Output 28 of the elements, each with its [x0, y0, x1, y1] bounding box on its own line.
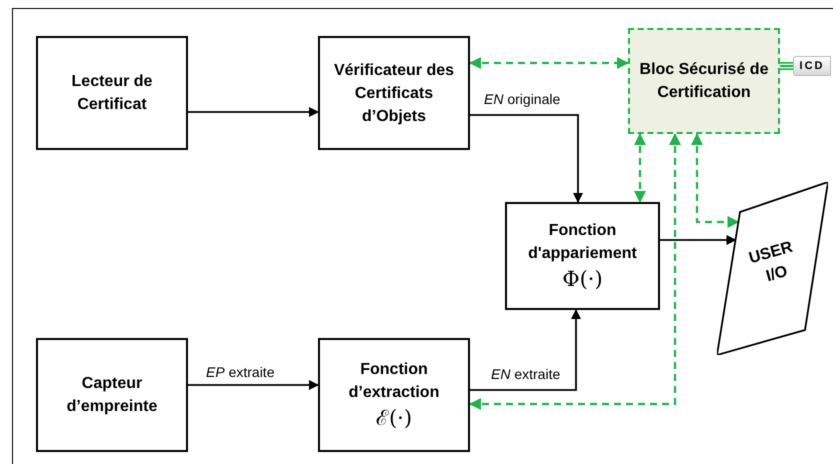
- arrow: [691, 133, 740, 228]
- arrow: [469, 57, 629, 69]
- interface-tag: ICD: [793, 56, 831, 76]
- process-box: [628, 28, 780, 134]
- node-title: Bloc Sécurisé de Certification: [638, 60, 770, 103]
- node-title: Lecteur de Certificat: [70, 72, 154, 115]
- node-title: Capteur d’empreinte: [66, 374, 158, 417]
- user-io-parallelogram: [717, 182, 828, 355]
- arrow: [470, 114, 583, 203]
- process-box: [505, 202, 660, 310]
- arrow: [188, 107, 319, 117]
- node-title: Fonction d’extraction: [348, 360, 440, 403]
- arrow: [188, 380, 319, 390]
- process-box: [318, 36, 470, 150]
- math-function: Φ(·): [562, 266, 603, 293]
- edge-label: EN originale: [484, 91, 560, 108]
- math-function: ℰ(·): [376, 405, 412, 432]
- arrow: [660, 235, 736, 245]
- arrow: [470, 309, 581, 391]
- node-title: Fonction d'appariement: [527, 221, 638, 264]
- process-box: [318, 338, 470, 452]
- node-title: Vérificateur des Certificats d’Objets: [332, 60, 456, 126]
- process-box: [36, 338, 188, 452]
- arrow: [469, 133, 681, 410]
- node-label: USER I/O: [746, 238, 796, 288]
- arrow: [634, 133, 646, 203]
- connector-line: [780, 62, 793, 70]
- process-box: [36, 36, 188, 150]
